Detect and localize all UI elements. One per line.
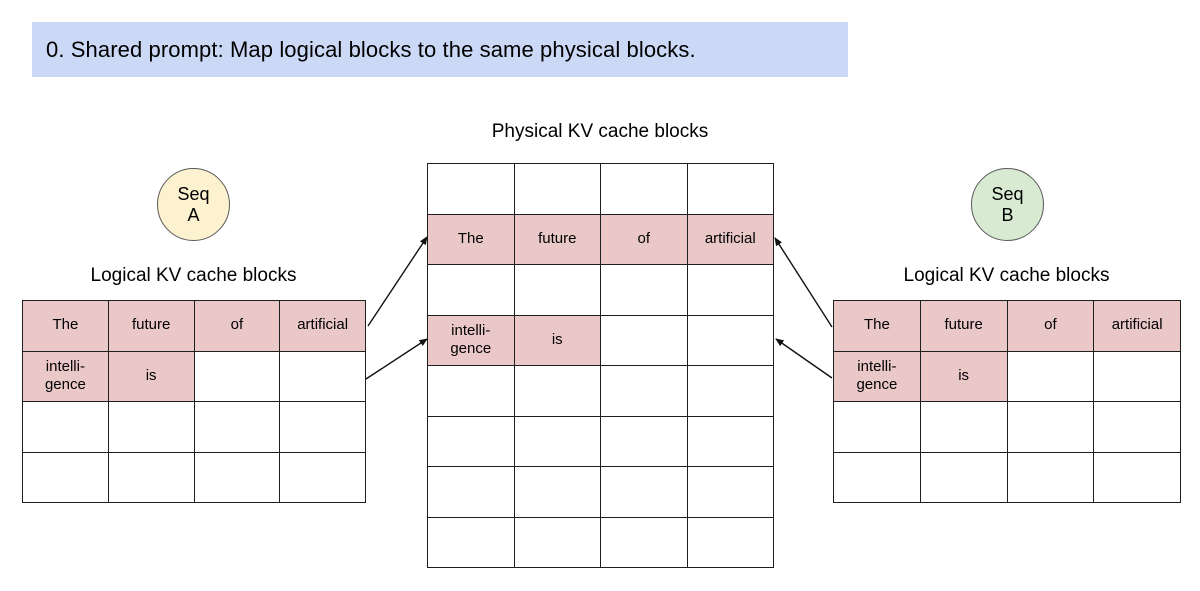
kv-empty-cell <box>427 264 514 315</box>
kv-token-cell: future <box>513 213 600 264</box>
kv-empty-cell <box>427 516 514 567</box>
table-row <box>427 264 773 315</box>
kv-token-cell: intelli- gence <box>427 314 514 365</box>
kv-empty-cell <box>1006 350 1094 401</box>
kv-token-cell: of <box>600 213 687 264</box>
table-row <box>833 401 1180 452</box>
kv-token-cell: The <box>833 300 920 351</box>
seq-b-label: Seq B <box>991 183 1024 225</box>
kv-empty-cell <box>1093 401 1180 452</box>
kv-empty-cell <box>919 451 1007 502</box>
kv-token-cell: The <box>427 213 514 264</box>
table-row <box>22 451 365 502</box>
kv-empty-cell <box>427 163 514 214</box>
kv-token-cell: future <box>107 300 194 351</box>
kv-empty-cell <box>193 350 280 401</box>
mapping-arrow <box>774 237 833 328</box>
kv-empty-cell <box>1093 451 1180 502</box>
kv-token-cell: is <box>107 350 194 401</box>
kv-token-cell: is <box>919 350 1007 401</box>
mapping-arrow <box>367 236 428 327</box>
kv-empty-cell <box>686 314 773 365</box>
table-row <box>427 466 773 517</box>
kv-token-cell: artificial <box>686 213 773 264</box>
kv-empty-cell <box>427 415 514 466</box>
kv-empty-cell <box>513 365 600 416</box>
table-row <box>22 401 365 452</box>
shared-prompt-banner: 0. Shared prompt: Map logical blocks to … <box>32 22 848 77</box>
kv-empty-cell <box>22 451 108 502</box>
kv-empty-cell <box>193 401 280 452</box>
kv-empty-cell <box>600 466 687 517</box>
kv-empty-cell <box>279 350 365 401</box>
kv-empty-cell <box>600 163 687 214</box>
kv-token-cell: intelli- gence <box>833 350 920 401</box>
kv-token-cell: is <box>513 314 600 365</box>
mapping-arrow <box>775 338 833 379</box>
kv-empty-cell <box>600 516 687 567</box>
kv-empty-cell <box>600 365 687 416</box>
seq-b-badge: Seq B <box>971 168 1044 241</box>
logical-blocks-title-seq-b: Logical KV cache blocks <box>903 265 1110 286</box>
seq-a-label: Seq A <box>177 183 210 225</box>
kv-token-cell: The <box>22 300 108 351</box>
kv-empty-cell <box>833 401 920 452</box>
kv-empty-cell <box>686 516 773 567</box>
kv-token-cell: of <box>193 300 280 351</box>
seq-a-badge: Seq A <box>157 168 230 241</box>
table-row <box>427 163 773 214</box>
table-row <box>427 365 773 416</box>
table-row <box>833 451 1180 502</box>
kv-empty-cell <box>1093 350 1180 401</box>
kv-empty-cell <box>600 314 687 365</box>
kv-empty-cell <box>686 163 773 214</box>
kv-empty-cell <box>279 401 365 452</box>
kv-empty-cell <box>1006 401 1094 452</box>
kv-token-cell: of <box>1006 300 1094 351</box>
kv-empty-cell <box>513 516 600 567</box>
kv-empty-cell <box>686 415 773 466</box>
kv-empty-cell <box>193 451 280 502</box>
kv-empty-cell <box>22 401 108 452</box>
kv-empty-cell <box>513 466 600 517</box>
kv-token-cell: intelli- gence <box>22 350 108 401</box>
physical-blocks-title: Physical KV cache blocks <box>491 121 709 142</box>
kv-token-cell: future <box>919 300 1007 351</box>
kv-empty-cell <box>107 451 194 502</box>
table-row <box>427 516 773 567</box>
kv-empty-cell <box>279 451 365 502</box>
kv-empty-cell <box>686 466 773 517</box>
kv-empty-cell <box>833 451 920 502</box>
logical-blocks-title-seq-a: Logical KV cache blocks <box>90 265 297 286</box>
kv-empty-cell <box>513 415 600 466</box>
kv-empty-cell <box>686 264 773 315</box>
kv-empty-cell <box>1006 451 1094 502</box>
shared-prompt-banner-text: 0. Shared prompt: Map logical blocks to … <box>46 36 696 62</box>
kv-empty-cell <box>600 415 687 466</box>
kv-empty-cell <box>427 365 514 416</box>
kv-token-cell: artificial <box>279 300 365 351</box>
mapping-arrow <box>365 338 428 380</box>
kv-token-cell: artificial <box>1093 300 1180 351</box>
kv-empty-cell <box>513 163 600 214</box>
kv-empty-cell <box>919 401 1007 452</box>
kv-empty-cell <box>686 365 773 416</box>
kv-empty-cell <box>600 264 687 315</box>
kv-empty-cell <box>427 466 514 517</box>
table-row <box>427 415 773 466</box>
kv-empty-cell <box>107 401 194 452</box>
kv-empty-cell <box>513 264 600 315</box>
